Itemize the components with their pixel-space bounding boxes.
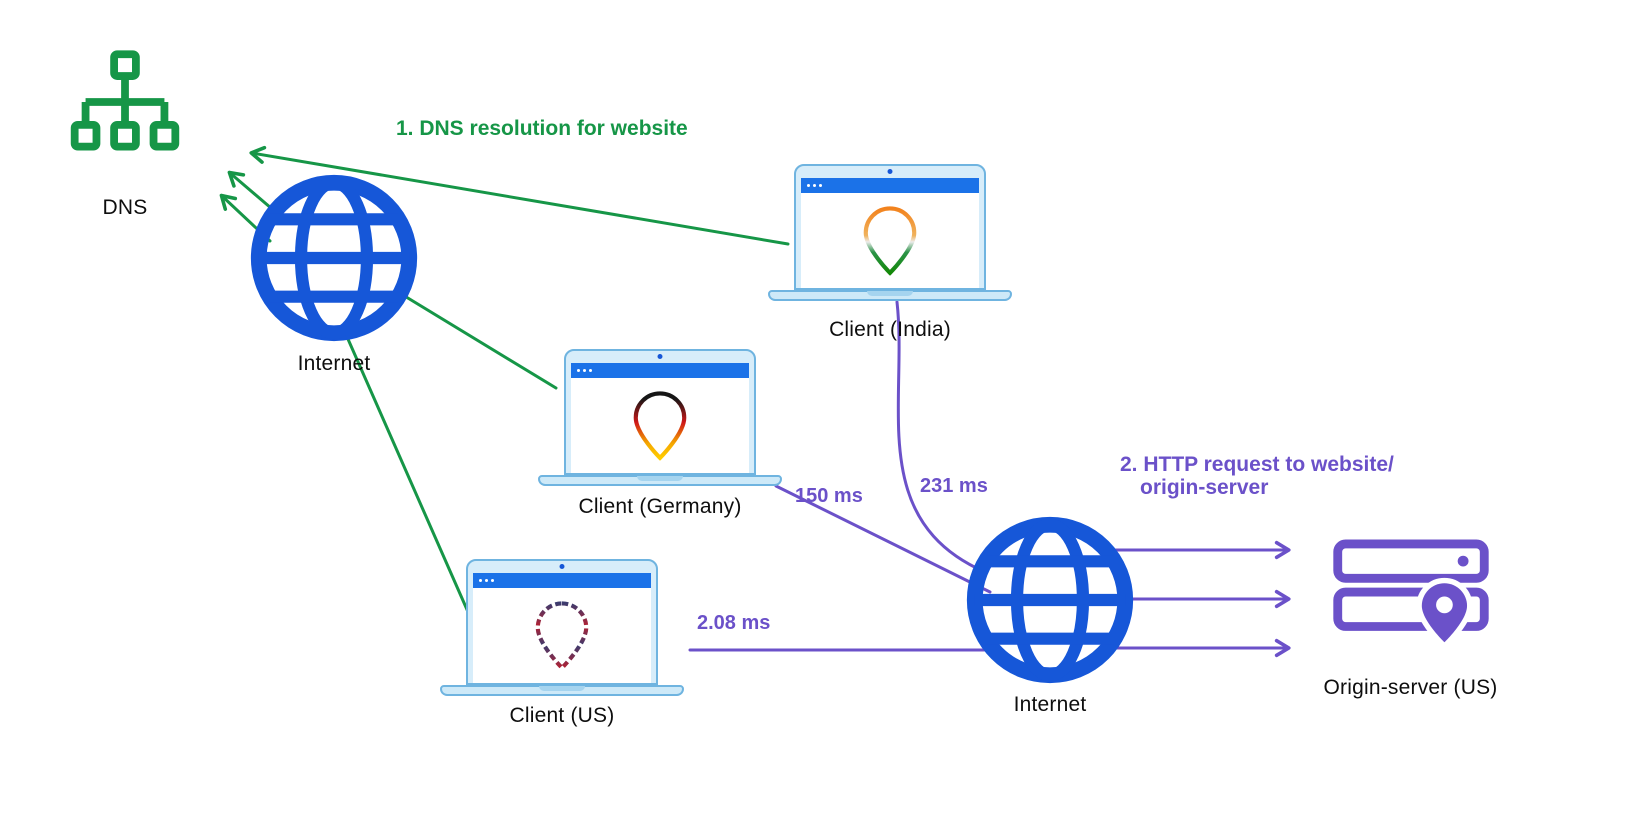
server-rack-location-icon [1333, 539, 1489, 650]
browser-dot [807, 184, 810, 187]
browser-dot [819, 184, 822, 187]
internet-node-left [248, 172, 420, 349]
laptop-screen [564, 349, 756, 475]
origin-server-node [1332, 538, 1490, 661]
latency-germany: 150 ms [795, 485, 863, 507]
globe-icon [966, 516, 1134, 684]
internet-node-right [964, 514, 1136, 691]
server-indicator-dot [1457, 555, 1469, 567]
line-us-to-internet [342, 328, 474, 623]
flow2-caption-line2: origin-server [1140, 476, 1269, 499]
browser-dot [485, 579, 488, 582]
client-india-node [768, 164, 1012, 301]
flow1-caption: 1. DNS resolution for website [396, 117, 688, 140]
dns-node [70, 50, 180, 159]
internet-left-label: Internet [297, 352, 371, 375]
globe-icon [250, 174, 418, 342]
laptop-display [571, 363, 749, 473]
laptop-content [473, 588, 651, 683]
laptop-screen [794, 164, 986, 290]
client-us-node [440, 559, 684, 696]
line-india-to-internet2 [895, 300, 987, 574]
origin-server-label: Origin-server (US) [1323, 676, 1498, 699]
browser-dot [479, 579, 482, 582]
laptop-camera-dot [559, 564, 565, 569]
india-flag-location-pin-icon [863, 205, 917, 276]
laptop-base-notch [539, 686, 585, 691]
browser-dot [583, 369, 586, 372]
flow2-caption: 2. HTTP request to website/ origin-serve… [1120, 453, 1394, 499]
laptop-browser-bar [473, 573, 651, 588]
laptop-content [801, 193, 979, 288]
laptop-base-notch [637, 476, 683, 481]
latency-india: 231 ms [920, 475, 988, 497]
browser-dot [813, 184, 816, 187]
dns-label: DNS [102, 196, 148, 219]
laptop-browser-bar [571, 363, 749, 378]
laptop-screen [466, 559, 658, 685]
arrow-india-to-dns [249, 145, 790, 246]
laptop-camera-dot [657, 354, 663, 359]
laptop-base [538, 475, 782, 486]
browser-dot [577, 369, 580, 372]
server-location-pin-icon [1416, 577, 1473, 650]
client-us-label: Client (US) [509, 704, 615, 727]
laptop-content [571, 378, 749, 473]
client-germany-node [538, 349, 782, 486]
germany-flag-location-pin-icon [633, 390, 687, 461]
laptop-base-notch [867, 291, 913, 296]
internet-right-label: Internet [1013, 693, 1087, 716]
client-germany-label: Client (Germany) [578, 495, 742, 518]
flow2-caption-line1: 2. HTTP request to website/ [1120, 453, 1394, 476]
us-flag-location-pin-icon [535, 600, 589, 671]
browser-dot [491, 579, 494, 582]
laptop-display [801, 178, 979, 288]
laptop-camera-dot [887, 169, 893, 174]
dns-icon [70, 50, 180, 151]
laptop-base [768, 290, 1012, 301]
latency-us: 2.08 ms [697, 612, 771, 634]
line-germany-to-internet [396, 290, 558, 390]
laptop-browser-bar [801, 178, 979, 193]
client-india-label: Client (India) [829, 318, 951, 341]
line-germany-to-internet2 [774, 484, 992, 594]
browser-dot [589, 369, 592, 372]
laptop-base [440, 685, 684, 696]
laptop-display [473, 573, 651, 683]
